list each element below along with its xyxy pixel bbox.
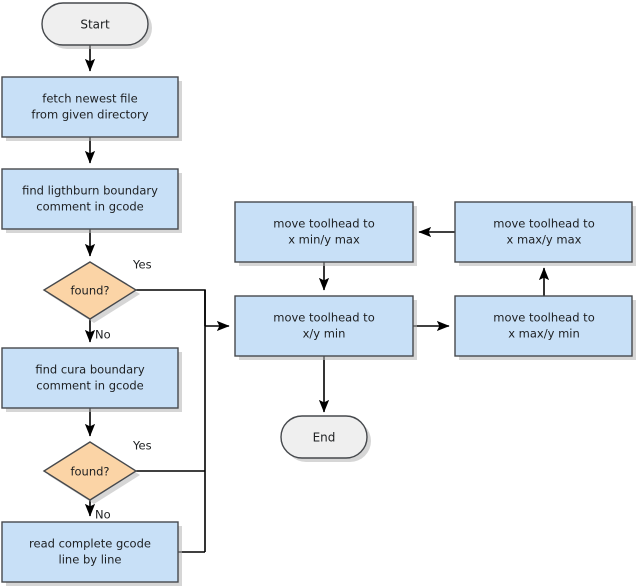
edge-found1-yes-to-merge (136, 289, 206, 326)
node-start[interactable]: Start (41, 2, 152, 49)
end-shape (280, 415, 368, 459)
lightburn-label-line1: find ligthburn boundary (22, 184, 158, 198)
xmaxymin-label-line1: move toolhead to (493, 311, 594, 325)
xminymax-label-line2: x min/y max (288, 233, 360, 247)
fetch-label-line1: fetch newest file (42, 92, 137, 106)
node-found-lightburn-decision[interactable]: found? (42, 261, 140, 323)
read-label-line1: read complete gcode (29, 537, 151, 551)
node-fetch-newest-file[interactable]: fetch newest file from given directory (1, 76, 182, 141)
node-find-cura-boundary[interactable]: find cura boundary comment in gcode (1, 347, 182, 412)
edge-label-cura-no: No (95, 508, 111, 522)
found2-label: found? (70, 465, 109, 479)
xmaxymin-shape (454, 295, 633, 357)
xmaxymax-label-line2: x max/y max (507, 233, 582, 247)
fetch-label-line2: from given directory (31, 108, 148, 122)
edge-labels-layer: Yes No Yes No (95, 258, 152, 522)
node-found-cura-decision[interactable]: found? (42, 441, 140, 504)
node-find-lightburn-boundary[interactable]: find ligthburn boundary comment in gcode (1, 168, 182, 233)
xmaxymax-shape (454, 201, 633, 263)
cura-shape (1, 347, 179, 409)
edge-label-lightburn-yes: Yes (132, 258, 152, 272)
node-move-xmin-ymax[interactable]: move toolhead to x min/y max (234, 201, 417, 266)
start-label: Start (80, 18, 110, 32)
edge-label-cura-yes: Yes (132, 439, 152, 453)
xymin-label-line2: x/y min (303, 327, 346, 341)
node-move-xmax-ymin[interactable]: move toolhead to x max/y min (454, 295, 636, 360)
found1-shape (42, 261, 138, 320)
xymin-shape (234, 295, 414, 357)
xmaxymax-label-line1: move toolhead to (493, 217, 594, 231)
node-end[interactable]: End (280, 415, 371, 462)
cura-label-line1: find cura boundary (35, 363, 145, 377)
fetch-shape (1, 76, 179, 138)
xymin-label-line1: move toolhead to (273, 311, 374, 325)
cura-label-line2: comment in gcode (36, 379, 143, 393)
read-label-line2: line by line (59, 553, 122, 567)
xminymax-label-line1: move toolhead to (273, 217, 374, 231)
start-shape (41, 2, 149, 46)
edge-label-lightburn-no: No (95, 328, 111, 342)
xmaxymin-label-line2: x max/y min (508, 327, 580, 341)
node-move-xy-min[interactable]: move toolhead to x/y min (234, 295, 417, 360)
end-label: End (313, 431, 336, 445)
found2-shape (42, 441, 138, 501)
node-move-xmax-ymax[interactable]: move toolhead to x max/y max (454, 201, 636, 266)
lightburn-shape (1, 168, 179, 230)
found1-label: found? (70, 284, 109, 298)
edges-layer (84, 45, 550, 553)
node-read-complete-gcode[interactable]: read complete gcode line by line (1, 521, 182, 586)
xminymax-shape (234, 201, 414, 263)
read-shape (1, 521, 179, 583)
lightburn-label-line2: comment in gcode (36, 200, 143, 214)
